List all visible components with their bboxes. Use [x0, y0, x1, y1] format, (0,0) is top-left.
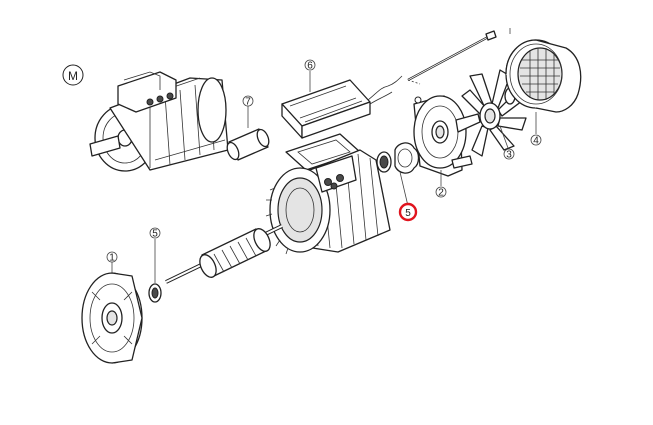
- highlight-ring: [398, 202, 418, 222]
- callout-4: 4: [533, 136, 539, 147]
- callout-2: 2: [438, 188, 444, 199]
- rotor: [165, 224, 283, 284]
- end-shield-front: 1: [81, 251, 143, 364]
- fan: 3: [455, 69, 527, 161]
- bearing-front: 5: [148, 227, 162, 303]
- callout-6: 6: [307, 61, 313, 72]
- stator-housing: [265, 149, 391, 255]
- assembled-motor-thumbnail: [89, 71, 229, 172]
- callout-1: 1: [109, 253, 115, 264]
- fan-cover: 4: [505, 39, 582, 147]
- callout-5-rear: 5: [405, 208, 411, 219]
- bearing-rear: 5: [376, 142, 420, 222]
- callout-7: 7: [245, 97, 251, 108]
- callout-5-front: 5: [152, 229, 158, 240]
- callout-3: 3: [506, 150, 512, 161]
- view-badge-label: M: [68, 69, 78, 83]
- view-badge: M: [62, 64, 84, 86]
- end-shield-rear: 2: [413, 95, 473, 199]
- capacitor: 7: [226, 95, 270, 161]
- tie-rod: [407, 28, 511, 85]
- terminal-box: 6: [281, 59, 403, 139]
